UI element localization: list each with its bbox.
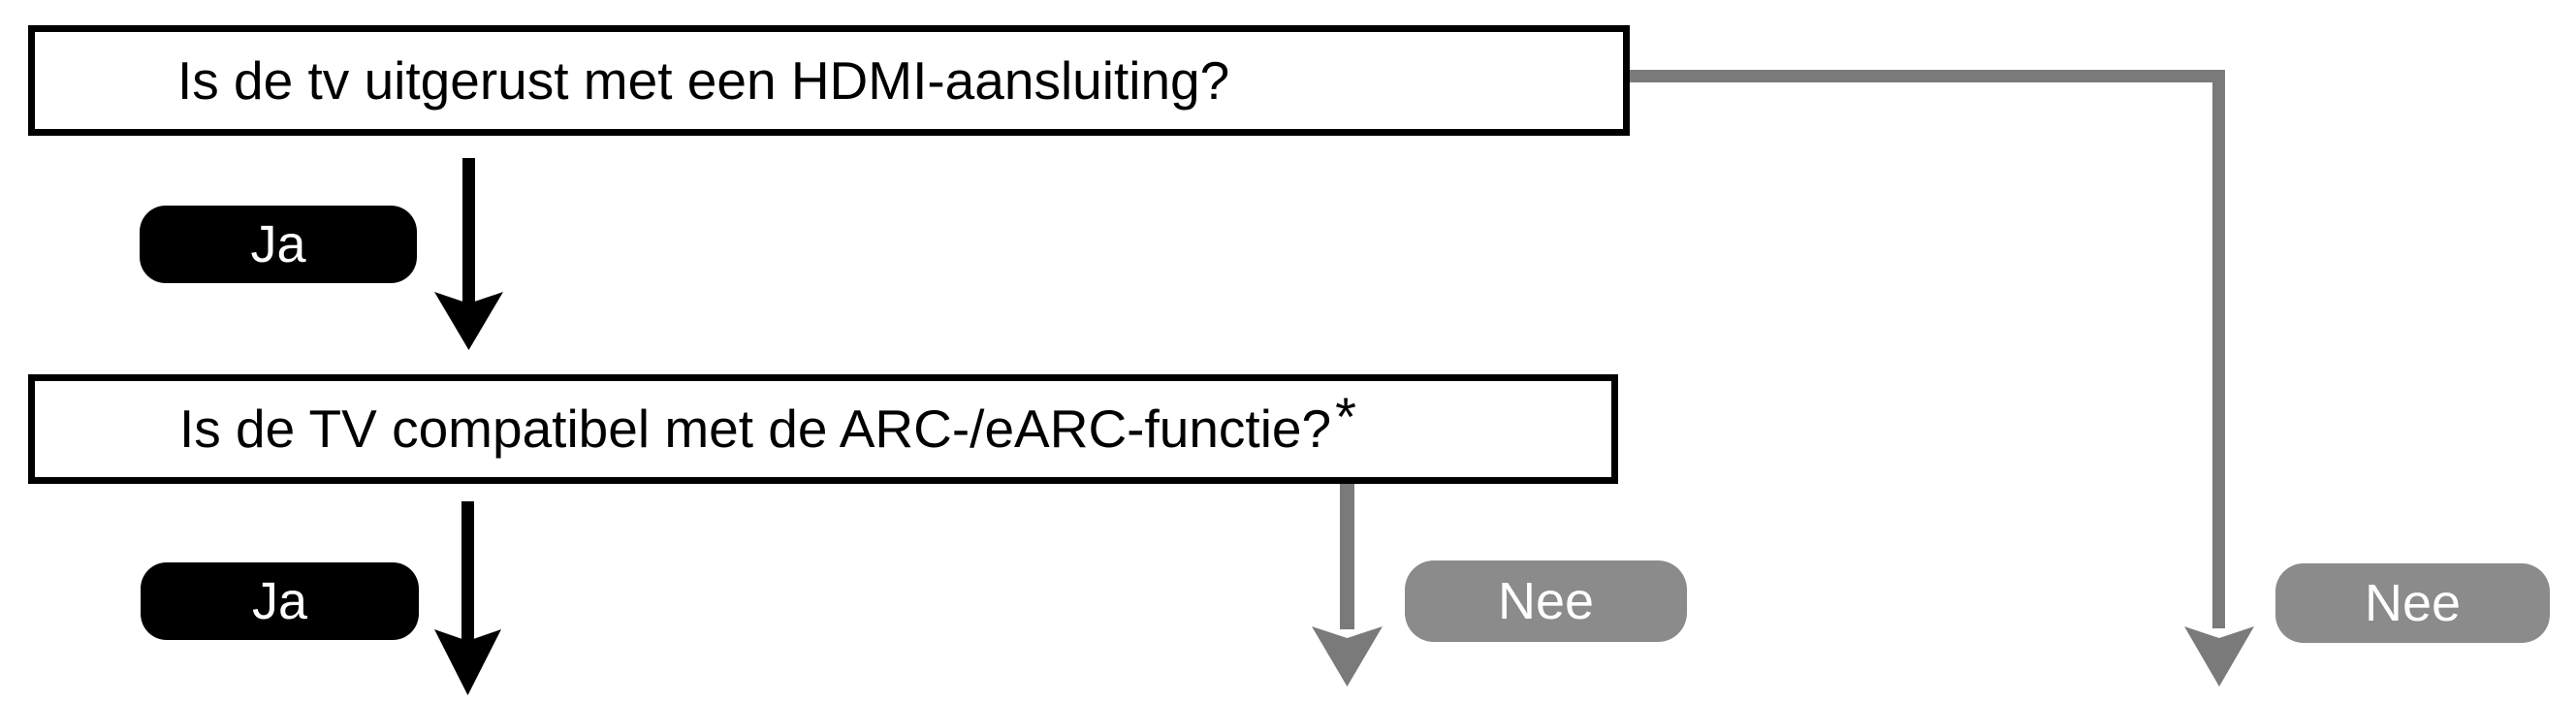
flow-connector-no-right-horizontal	[1627, 70, 2225, 82]
question-text-arc-earc: Is de TV compatibel met de ARC-/eARC-fun…	[179, 399, 1332, 459]
flow-connector-no-right-vertical	[2212, 70, 2225, 628]
question-box-arc-earc: Is de TV compatibel met de ARC-/eARC-fun…	[28, 374, 1618, 484]
nee-badge-right-label: Nee	[2364, 574, 2462, 632]
nee-badge-right: Nee	[2275, 563, 2550, 643]
flow-arrow-down-no-middle-head	[1312, 626, 1383, 687]
flow-arrow-down-yes1-head	[434, 292, 503, 350]
flow-arrow-down-no-middle-line	[1340, 482, 1354, 629]
flow-arrow-down-yes1-line	[462, 158, 475, 304]
footnote-asterisk: *	[1335, 386, 1356, 448]
nee-badge-middle: Nee	[1405, 560, 1687, 642]
ja-badge-top-label: Ja	[250, 215, 306, 273]
nee-badge-middle-label: Nee	[1497, 572, 1595, 630]
ja-badge-bottom: Ja	[141, 562, 419, 640]
question-box-hdmi: Is de tv uitgerust met een HDMI-aansluit…	[28, 25, 1630, 136]
ja-badge-bottom-label: Ja	[251, 572, 308, 630]
flow-arrow-down-no-right-head	[2184, 626, 2254, 687]
question-text-hdmi: Is de tv uitgerust met een HDMI-aansluit…	[177, 49, 1230, 111]
flow-arrow-down-yes2-line	[461, 501, 474, 641]
ja-badge-top: Ja	[140, 206, 417, 283]
flow-arrow-down-yes2-head	[434, 629, 501, 695]
